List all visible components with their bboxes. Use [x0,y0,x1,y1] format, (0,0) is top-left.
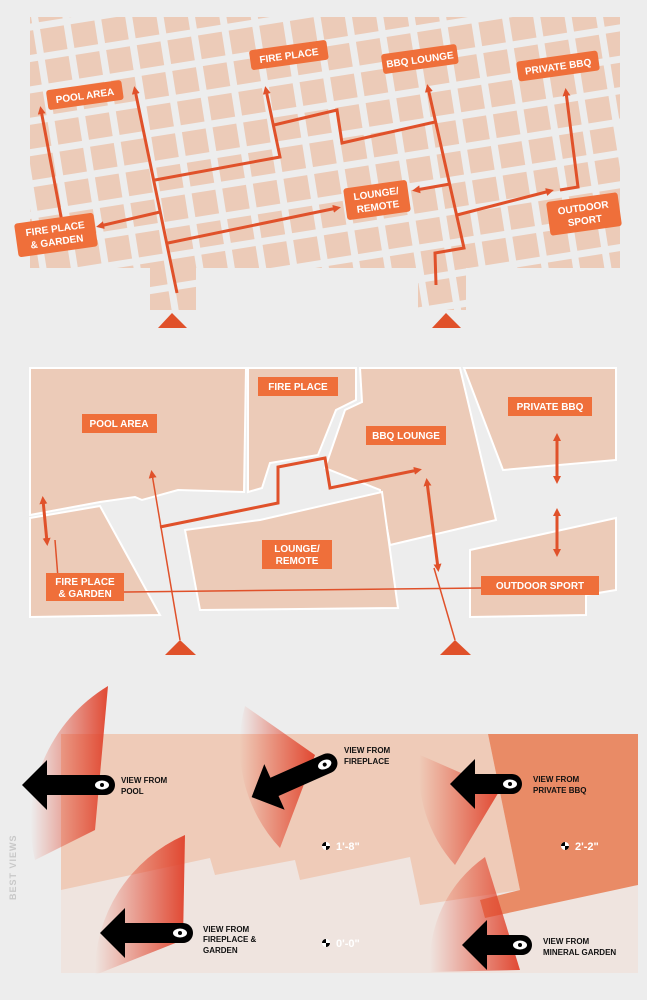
label-fire-place-garden: FIRE PLACE & GARDEN [14,212,98,258]
circulation-map: POOL AREA FIRE PLACE BBQ LOUNGE PRIVATE … [14,17,622,328]
label-outdoor-sport: OUTDOOR SPORT [546,192,622,236]
svg-text:POOL AREA: POOL AREA [90,419,149,430]
svg-text:VIEW FROM: VIEW FROM [121,776,168,785]
label-pool-area: POOL AREA [46,80,124,110]
plan-label-fire-place: FIRE PLACE [258,377,338,396]
zone-pool-area [29,367,248,517]
eye-icon [318,759,332,770]
entrance-marker-left [158,313,187,328]
zone-fire-place [247,367,357,494]
tile-grid [30,17,620,310]
label-lounge-remote: LOUNGE/ REMOTE [343,180,411,220]
svg-text:SPORT: SPORT [567,214,603,230]
plan-entrance-right [440,640,471,655]
eye-icon [503,779,517,789]
eye-icon [173,928,187,938]
plan-entrance-left [165,640,196,655]
svg-text:POOL: POOL [121,787,144,796]
plan-paths [39,433,561,641]
svg-text:0'-0": 0'-0" [336,938,360,950]
svg-text:PRIVATE BBQ: PRIVATE BBQ [517,402,584,413]
plan-label-lounge-remote: LOUNGE/ REMOTE [262,540,332,569]
elevation-marker-base: 0'-0" [322,938,360,950]
svg-text:LOUNGE/: LOUNGE/ [274,544,320,555]
zone-private-bbq [462,367,617,472]
elevation-marker-high: 2'-2" [561,841,599,853]
view-arrow-pool: VIEW FROM POOL [22,760,168,810]
view-label-fireplace-1: VIEW FROM [344,746,391,755]
view-arrow-mineral-garden: VIEW FROM MINERAL GARDEN [462,920,616,970]
best-views: BEST VIEWS VIEW FROM POOL VIEW FROM FIRE… [8,686,638,975]
eye-icon [513,940,527,950]
label-private-bbq: PRIVATE BBQ [516,50,600,82]
floor-plan: POOL AREA FIRE PLACE BBQ LOUNGE PRIVATE … [29,367,617,655]
view-fan-pool [30,686,109,860]
svg-text:& GARDEN: & GARDEN [58,589,111,600]
svg-text:PRIVATE BBQ: PRIVATE BBQ [533,786,586,795]
plan-label-bbq-lounge: BBQ LOUNGE [366,426,446,445]
plan-label-private-bbq: PRIVATE BBQ [508,397,592,416]
svg-text:BBQ LOUNGE: BBQ LOUNGE [372,431,440,442]
svg-text:1'-8": 1'-8" [336,841,360,853]
svg-text:REMOTE: REMOTE [276,556,319,567]
elevation-marker-mid: 1'-8" [322,841,360,853]
svg-text:FIRE PLACE: FIRE PLACE [268,382,328,393]
svg-text:OUTDOOR SPORT: OUTDOOR SPORT [496,581,584,592]
plan-label-fire-place-garden: FIRE PLACE & GARDEN [46,573,124,601]
view-arrow-private-bbq: VIEW FROM PRIVATE BBQ [450,759,586,809]
svg-text:VIEW FROM: VIEW FROM [203,925,250,934]
view-arrow-fireplace [251,753,338,810]
svg-text:FIRE PLACE: FIRE PLACE [55,577,115,588]
eye-icon [95,780,109,790]
svg-text:MINERAL GARDEN: MINERAL GARDEN [543,948,616,957]
svg-text:VIEW FROM: VIEW FROM [533,775,580,784]
circulation-paths [37,84,580,294]
zone-bbq-lounge [323,367,498,547]
plan-label-outdoor-sport: OUTDOOR SPORT [481,576,599,595]
view-label-fireplace-2: FIREPLACE [344,757,390,766]
best-views-title: BEST VIEWS [8,834,18,900]
plan-label-pool-area: POOL AREA [82,414,157,433]
svg-text:FIREPLACE &: FIREPLACE & [203,935,257,944]
entrance-marker-right [432,313,461,328]
svg-text:VIEW FROM: VIEW FROM [543,937,590,946]
svg-text:2'-2": 2'-2" [575,841,599,853]
label-bbq-lounge: BBQ LOUNGE [381,44,459,74]
svg-text:GARDEN: GARDEN [203,946,238,955]
label-fire-place: FIRE PLACE [249,40,329,70]
view-arrow-fp-garden: VIEW FROM FIREPLACE & GARDEN [100,908,257,958]
